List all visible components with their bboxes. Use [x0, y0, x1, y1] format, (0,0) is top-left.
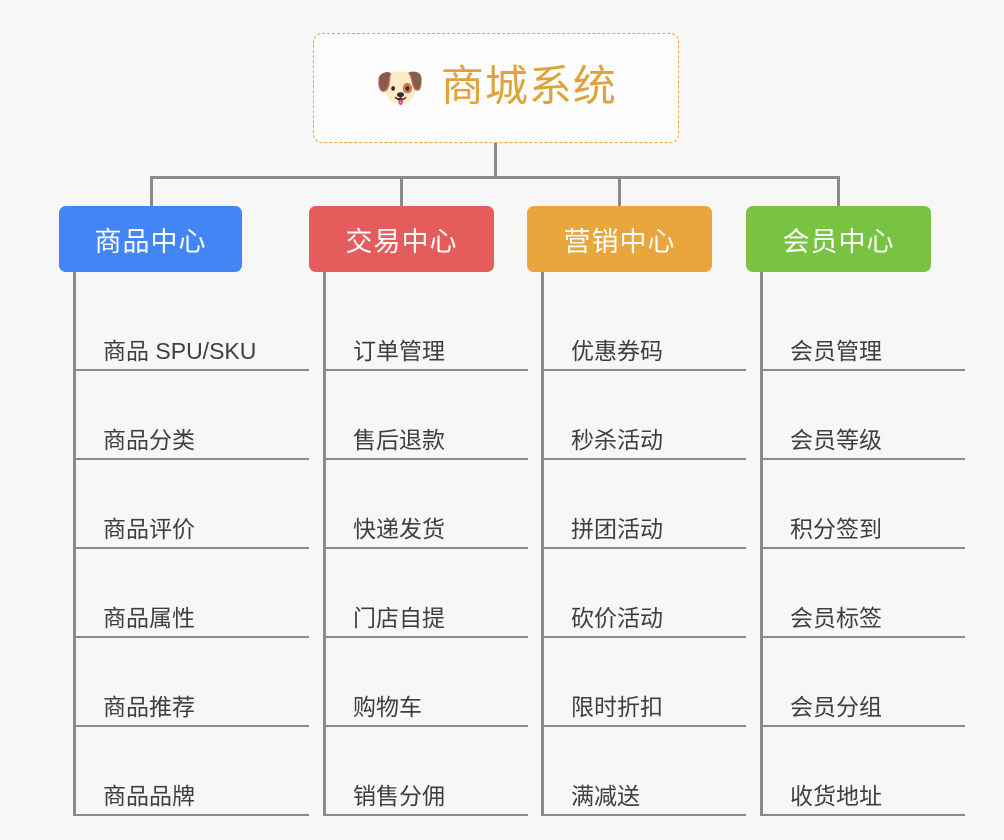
branch-header-label: 交易中心 [345, 226, 458, 257]
list-item-label: 商品 SPU/SKU [103, 337, 257, 364]
branch-header-label: 会员中心 [782, 226, 895, 257]
list-item[interactable]: 会员标签 [763, 549, 965, 638]
list-item[interactable]: 购物车 [326, 638, 528, 727]
list-item-label: 收货地址 [790, 782, 882, 809]
branch-header-label: 商品中心 [94, 226, 207, 257]
list-item[interactable]: 限时折扣 [544, 638, 746, 727]
list-item[interactable]: 商品分类 [76, 371, 309, 460]
list-item-label: 订单管理 [353, 337, 445, 364]
connector-drop-branch-2 [400, 176, 403, 208]
branch-header-product-center[interactable]: 商品中心 [59, 206, 242, 272]
list-item-label: 门店自提 [353, 604, 445, 631]
list-item[interactable]: 商品品牌 [76, 727, 309, 816]
list-item[interactable]: 砍价活动 [544, 549, 746, 638]
list-item[interactable]: 商品属性 [76, 549, 309, 638]
list-item[interactable]: 积分签到 [763, 460, 965, 549]
connector-drop-branch-3 [618, 176, 621, 208]
connector-drop-branch-4 [837, 176, 840, 208]
list-item-label: 售后退款 [353, 426, 445, 453]
list-item[interactable]: 门店自提 [326, 549, 528, 638]
list-item-label: 商品品牌 [103, 782, 195, 809]
list-item-label: 商品评价 [103, 515, 195, 542]
list-item[interactable]: 售后退款 [326, 371, 528, 460]
branch-column-product-center: 商品中心 商品 SPU/SKU 商品分类 商品评价 商品属性 商品推荐 商品品牌 [59, 206, 309, 816]
list-item-label: 会员等级 [790, 426, 882, 453]
branch-header-label: 营销中心 [563, 226, 676, 257]
list-item-label: 商品分类 [103, 426, 195, 453]
branch-item-list-transaction-center: 订单管理 售后退款 快递发货 门店自提 购物车 销售分佣 [323, 272, 528, 816]
list-item-label: 秒杀活动 [571, 426, 663, 453]
list-item-label: 满减送 [571, 782, 640, 809]
branch-item-list-product-center: 商品 SPU/SKU 商品分类 商品评价 商品属性 商品推荐 商品品牌 [73, 272, 309, 816]
list-item[interactable]: 满减送 [544, 727, 746, 816]
list-item-label: 拼团活动 [571, 515, 663, 542]
branch-item-list-member-center: 会员管理 会员等级 积分签到 会员标签 会员分组 收货地址 [760, 272, 965, 816]
list-item[interactable]: 优惠券码 [544, 282, 746, 371]
list-item-label: 会员管理 [790, 337, 882, 364]
list-item[interactable]: 快递发货 [326, 460, 528, 549]
list-item-label: 优惠券码 [571, 337, 663, 364]
list-item-label: 商品属性 [103, 604, 195, 631]
shiba-dog-face-icon: 🐶 [375, 66, 425, 110]
list-item[interactable]: 商品推荐 [76, 638, 309, 727]
branch-column-transaction-center: 交易中心 订单管理 售后退款 快递发货 门店自提 购物车 销售分佣 [309, 206, 528, 816]
connector-horizontal-bus [150, 176, 840, 179]
list-item-label: 商品推荐 [103, 693, 195, 720]
list-item[interactable]: 会员等级 [763, 371, 965, 460]
root-node-shopping-mall-system[interactable]: 🐶 商城系统 [313, 33, 679, 143]
branch-header-transaction-center[interactable]: 交易中心 [309, 206, 494, 272]
branch-header-marketing-center[interactable]: 营销中心 [527, 206, 712, 272]
connector-root-stem [494, 143, 497, 178]
list-item-label: 积分签到 [790, 515, 882, 542]
list-item[interactable]: 会员分组 [763, 638, 965, 727]
list-item-label: 销售分佣 [353, 782, 445, 809]
list-item[interactable]: 销售分佣 [326, 727, 528, 816]
branch-column-member-center: 会员中心 会员管理 会员等级 积分签到 会员标签 会员分组 收货地址 [746, 206, 965, 816]
list-item[interactable]: 收货地址 [763, 727, 965, 816]
list-item-label: 会员分组 [790, 693, 882, 720]
connector-drop-branch-1 [150, 176, 153, 208]
root-node-title: 商城系统 [440, 63, 617, 112]
list-item[interactable]: 拼团活动 [544, 460, 746, 549]
list-item-label: 限时折扣 [571, 693, 663, 720]
list-item-label: 快递发货 [353, 515, 445, 542]
list-item[interactable]: 会员管理 [763, 282, 965, 371]
list-item[interactable]: 商品评价 [76, 460, 309, 549]
branch-header-member-center[interactable]: 会员中心 [746, 206, 931, 272]
list-item-label: 砍价活动 [571, 604, 663, 631]
branch-item-list-marketing-center: 优惠券码 秒杀活动 拼团活动 砍价活动 限时折扣 满减送 [541, 272, 746, 816]
list-item-label: 购物车 [353, 693, 422, 720]
list-item[interactable]: 商品 SPU/SKU [76, 282, 309, 371]
list-item[interactable]: 秒杀活动 [544, 371, 746, 460]
list-item-label: 会员标签 [790, 604, 882, 631]
list-item[interactable]: 订单管理 [326, 282, 528, 371]
branch-column-marketing-center: 营销中心 优惠券码 秒杀活动 拼团活动 砍价活动 限时折扣 满减送 [527, 206, 746, 816]
